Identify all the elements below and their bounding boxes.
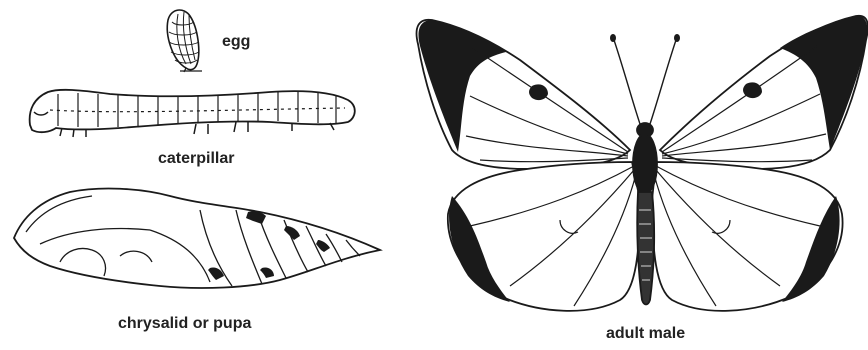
butterfly-abdomen [637,192,654,305]
butterfly-thorax [633,134,657,194]
label-caterpillar: caterpillar [158,151,234,167]
label-adult-male: adult male [606,326,685,342]
right-hindwing [652,162,843,311]
egg-drawing [167,10,202,72]
adult-butterfly-drawing [417,16,868,311]
label-pupa: chrysalid or pupa [118,316,251,332]
pupa-drawing [14,189,380,288]
label-egg: egg [222,34,250,50]
caterpillar-drawing [30,90,355,137]
left-hindwing [448,162,640,311]
